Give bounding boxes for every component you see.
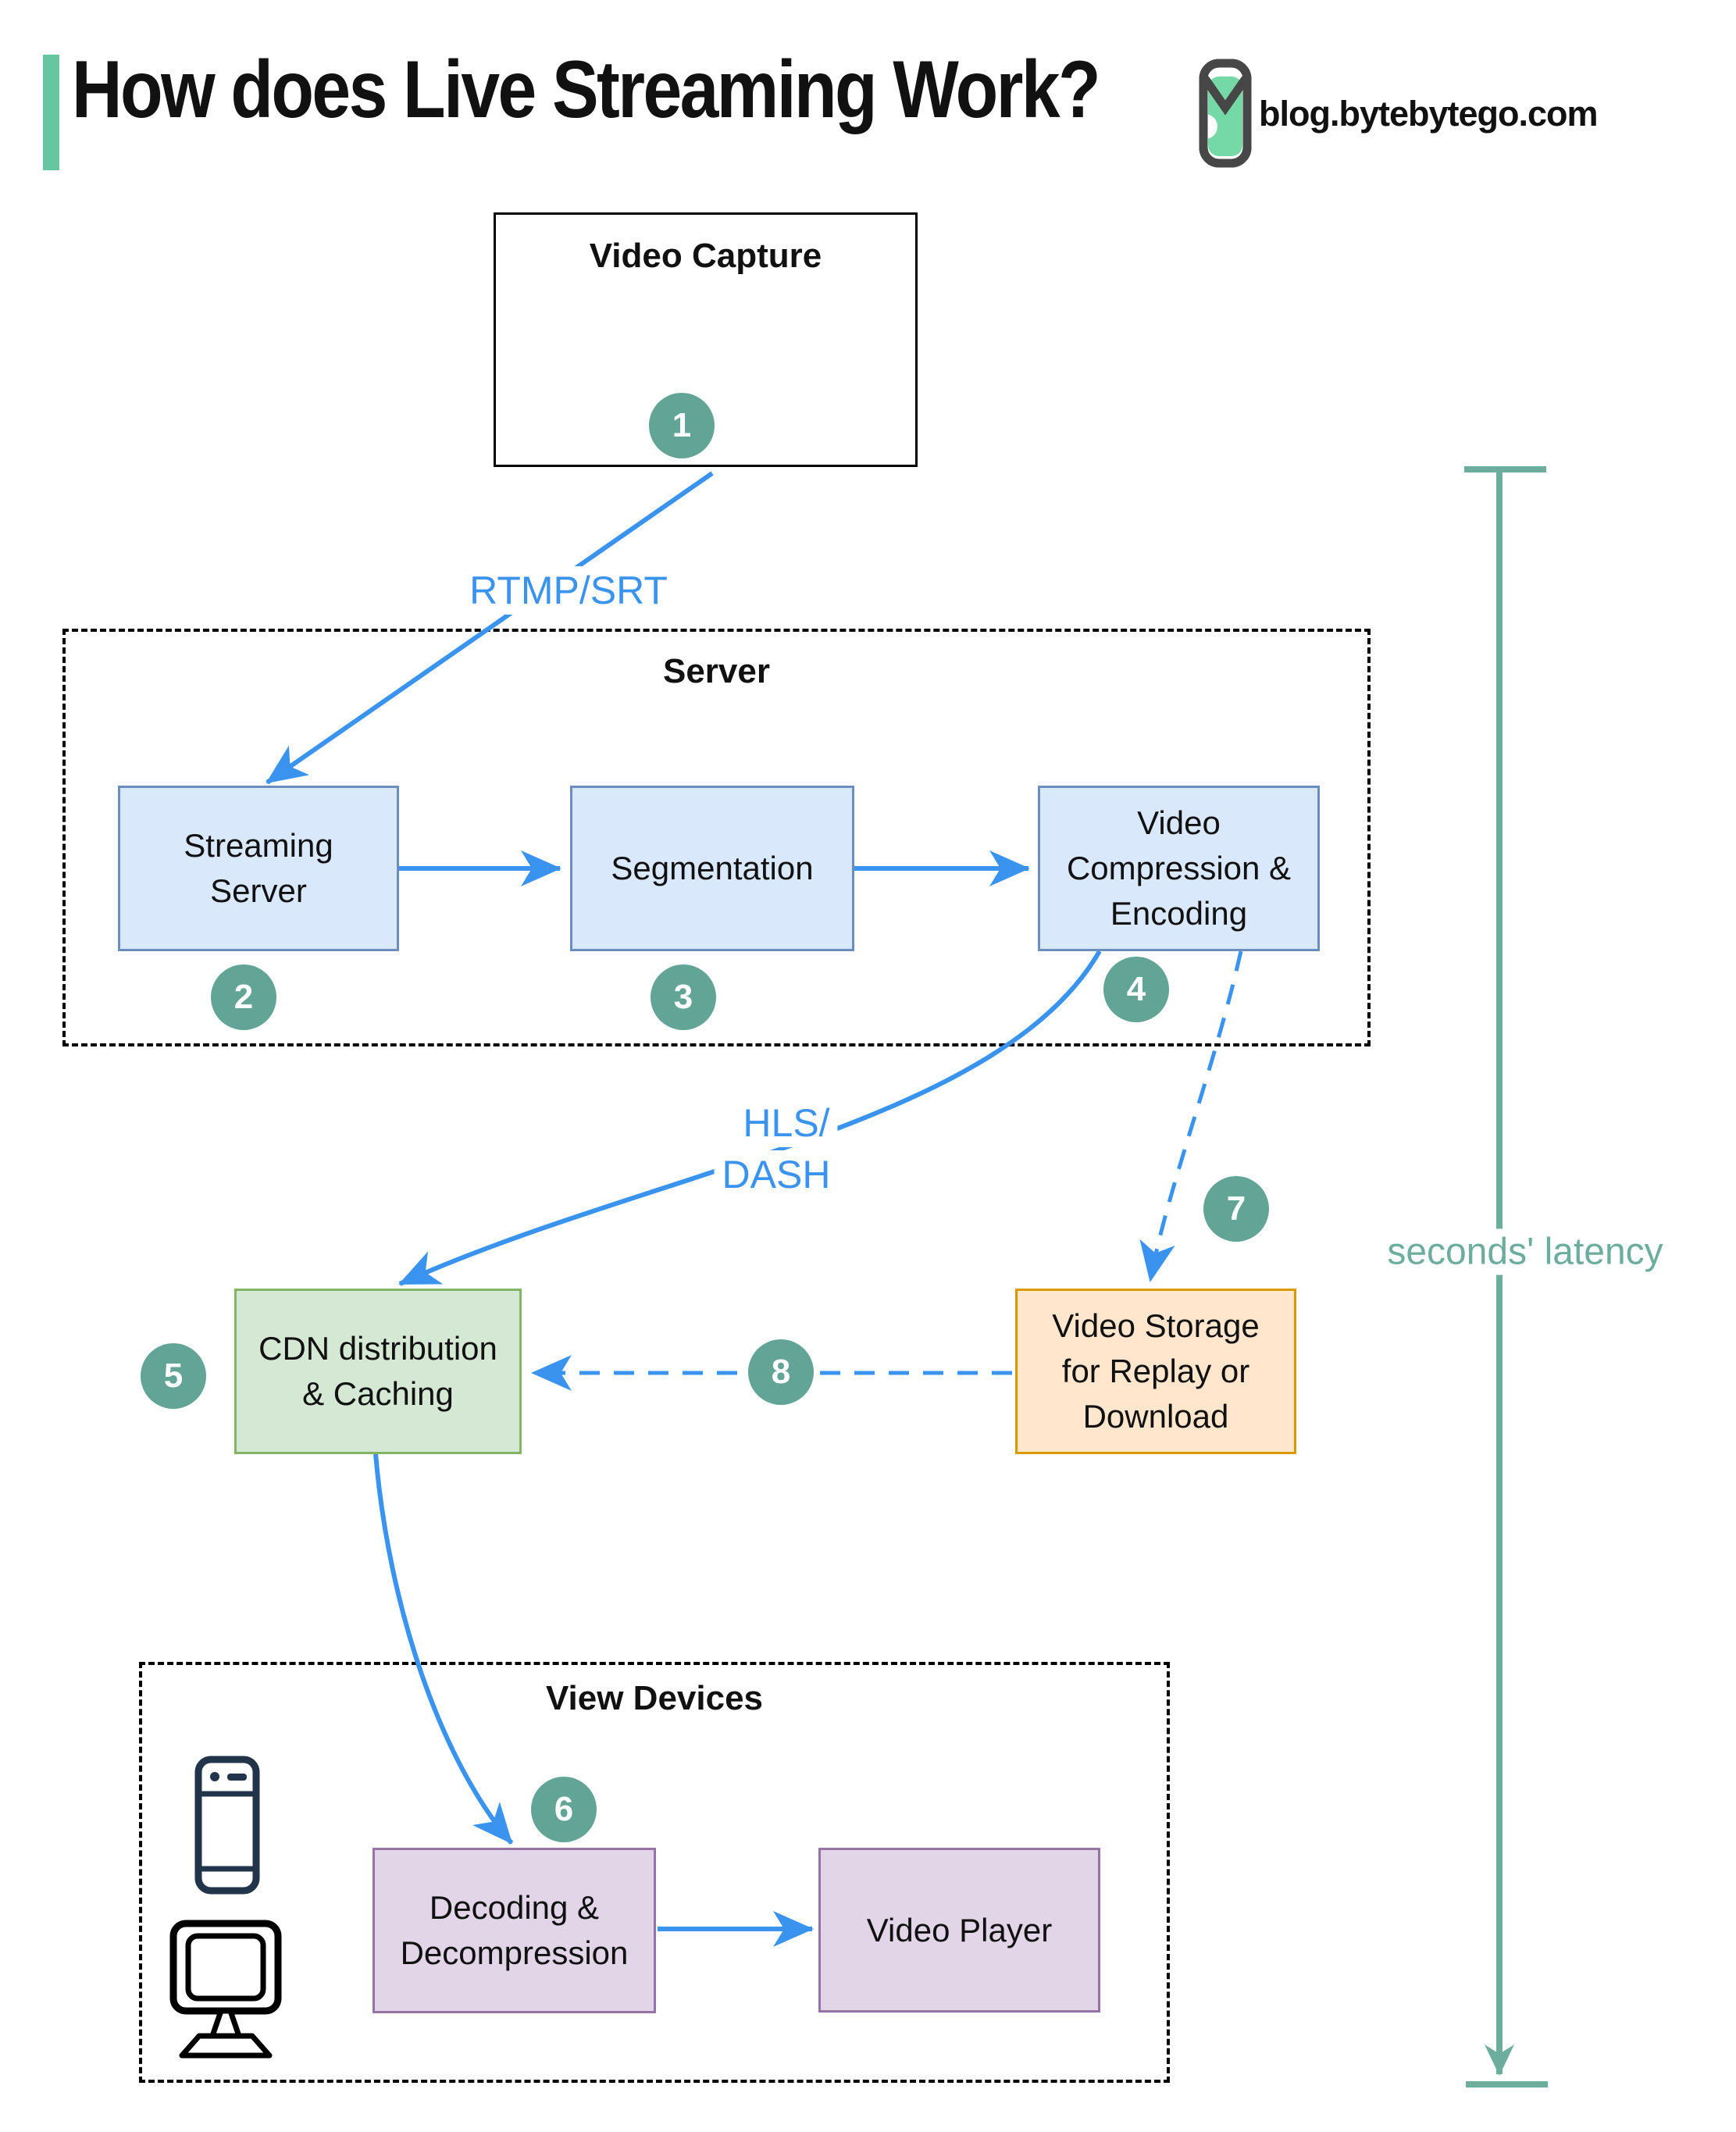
step-badge-3: 3: [651, 964, 716, 1030]
node-label-line: for Replay or: [1061, 1353, 1250, 1389]
step-badge-2: 2: [211, 964, 276, 1030]
step-badge-1: 1: [649, 393, 715, 458]
node-video-capture-label: Video Capture: [589, 237, 822, 275]
node-video-player: Video Player: [818, 1848, 1100, 2013]
bytebytego-logo-icon: [1198, 59, 1252, 168]
node-label-line: Segmentation: [611, 850, 814, 886]
page-title: How does Live Streaming Work?: [72, 45, 1101, 135]
node-label-line: Download: [1082, 1398, 1229, 1435]
node-label-line: Video: [1137, 804, 1221, 841]
step-badge-5: 5: [141, 1343, 206, 1409]
edge-label-rtmp-srt: RTMP/SRT: [462, 566, 676, 615]
node-cdn-distribution-caching: CDN distribution & Caching: [234, 1289, 522, 1454]
view-devices-group-title: View Devices: [545, 1679, 764, 1717]
node-decoding-decompression: Decoding & Decompression: [373, 1848, 656, 2013]
edge-label-hls: HLS/: [735, 1099, 838, 1147]
node-video-compression-encoding: Video Compression & Encoding: [1038, 786, 1320, 951]
node-segmentation: Segmentation: [570, 786, 854, 951]
step-badge-7: 7: [1203, 1176, 1269, 1242]
server-group-title: Server: [662, 652, 770, 690]
step-badge-6: 6: [531, 1777, 597, 1842]
node-label-line: Decompression: [400, 1934, 629, 1971]
node-label-line: Video Storage: [1052, 1307, 1260, 1344]
node-label-line: Encoding: [1110, 895, 1248, 932]
title-accent-bar: [43, 55, 59, 170]
node-label-line: Video Player: [866, 1911, 1053, 1948]
latency-dimension-line: [1464, 466, 1548, 2087]
edge-label-dash: DASH: [714, 1150, 839, 1199]
step-badge-8: 8: [748, 1339, 814, 1405]
view-devices-group: View Devices: [139, 1662, 1170, 2083]
site-url: blog.bytebytego.com: [1259, 94, 1599, 134]
node-label-line: Compression &: [1066, 850, 1292, 886]
step-badge-4: 4: [1103, 957, 1169, 1022]
node-label-line: Streaming: [184, 827, 333, 864]
node-label-line: Server: [210, 872, 307, 909]
node-label-line: Decoding &: [429, 1889, 600, 1926]
node-label-line: CDN distribution: [258, 1330, 497, 1367]
node-video-storage: Video Storage for Replay or Download: [1015, 1289, 1296, 1454]
node-streaming-server: Streaming Server: [118, 786, 399, 951]
latency-label: seconds' latency: [1379, 1228, 1671, 1275]
node-label-line: & Caching: [302, 1375, 454, 1412]
